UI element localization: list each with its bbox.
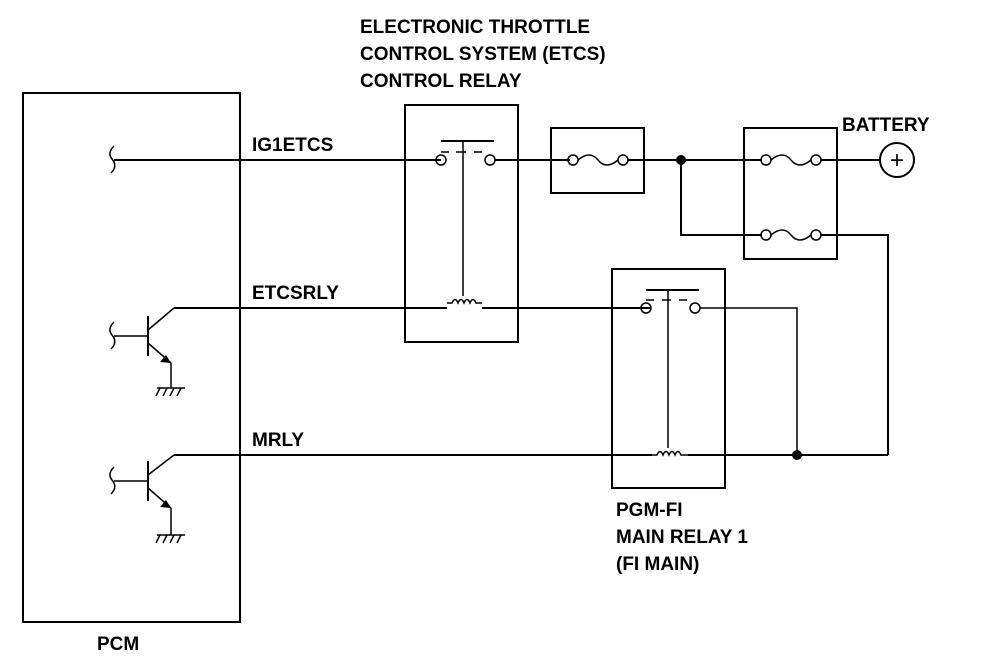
main-relay-label-line3: (FI MAIN) — [616, 554, 699, 575]
fuse3-to-mrly-wire — [821, 234, 889, 455]
battery-terminal-icon — [879, 142, 915, 178]
etcs-relay-title-line2: CONTROL SYSTEM (ETCS) — [360, 44, 606, 65]
etcsrly-label: ETCSRLY — [252, 283, 339, 304]
mrly-terminal-icon — [109, 466, 116, 495]
etcs-relay-coil-icon — [447, 298, 482, 305]
ig1etcs-label: IG1ETCS — [252, 135, 333, 156]
main-relay-switch-icon — [640, 289, 701, 314]
main-relay-label-line1: PGM-FI — [616, 500, 683, 521]
fuse-1-icon — [567, 154, 629, 166]
battery-plus-icon: + — [890, 147, 904, 174]
main-relay-label-line2: MAIN RELAY 1 — [616, 527, 748, 548]
etcs-relay-title-line3: CONTROL RELAY — [360, 71, 522, 92]
main-relay-coil-icon — [652, 450, 688, 457]
etcs-relay-box — [404, 104, 519, 343]
battery-label: BATTERY — [842, 115, 930, 136]
fuse-2-icon — [760, 154, 822, 166]
fuse-3-icon — [760, 229, 822, 241]
etcs-relay-switch-icon — [435, 140, 496, 166]
pcm-label: PCM — [97, 634, 139, 655]
main-relay-switch-to-junction-wire — [700, 307, 798, 455]
main-relay-box — [611, 268, 726, 489]
junction-to-fuse3-wire — [680, 160, 762, 236]
pcm-box — [22, 92, 241, 623]
ig1etcs-terminal-icon — [109, 145, 116, 174]
mrly-label: MRLY — [252, 430, 304, 451]
etcs-relay-title-line1: ELECTRONIC THROTTLE — [360, 17, 590, 38]
etcsrly-transistor-icon — [114, 307, 185, 397]
etcsrly-terminal-icon — [109, 321, 116, 350]
mrly-transistor-icon — [114, 454, 185, 544]
fuse-block-box — [743, 127, 838, 260]
